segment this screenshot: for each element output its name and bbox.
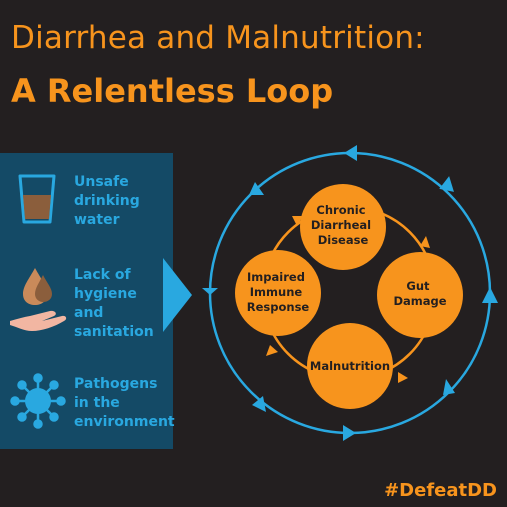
title-line-1: Diarrhea and Malnutrition: (11, 20, 425, 56)
node-line: Gut (406, 279, 430, 293)
node-impaired-immune-response: Impaired Immune Response (235, 250, 321, 336)
inner-arrow-1 (292, 216, 303, 226)
cause-line: and (74, 305, 104, 321)
node-line: Malnutrition (310, 359, 390, 373)
cause-line: Lack of (74, 267, 131, 283)
cause-line: environment (74, 414, 175, 430)
hand-with-drops-icon (10, 268, 67, 331)
outer-arrow-upper-left (249, 182, 264, 195)
water-glass-icon (18, 174, 56, 224)
svg-text:Chronic Diarrheal: Chronic Diarrheal Disease (311, 203, 375, 247)
cause-line: Pathogens (74, 376, 158, 392)
outer-arrow-right (482, 287, 498, 303)
node-gut-damage: Gut Damage (377, 252, 463, 338)
cause-line: drinking (74, 193, 140, 209)
panel-pointer-arrow (163, 258, 192, 332)
outer-arrow-left (202, 288, 218, 295)
node-malnutrition: Malnutrition (307, 323, 393, 409)
node-line: Diarrheal (311, 218, 371, 232)
cause-item-pathogens: Pathogens in the environment (74, 375, 175, 432)
outer-arrow-bottom (343, 425, 356, 441)
outer-arrow-lower-left (252, 396, 266, 412)
pathogen-icon (10, 373, 66, 429)
svg-text:Impaired Immune Re: Impaired Immune Response (247, 270, 310, 314)
node-chronic-diarrheal-disease: Chronic Diarrheal Disease (300, 184, 386, 270)
node-line: Response (247, 300, 310, 314)
cause-line: Unsafe (74, 174, 129, 190)
outer-arrow-upper-right (439, 176, 454, 192)
node-line: Damage (393, 294, 446, 308)
cause-line: hygiene (74, 286, 137, 302)
inner-arrow-3 (398, 372, 408, 383)
outer-arrow-lower-right (443, 379, 455, 395)
node-line: Immune (250, 285, 303, 299)
cause-item-unsafe-water: Unsafe drinking water (74, 173, 140, 230)
title-line-2: A Relentless Loop (11, 72, 334, 110)
inner-arrow-4 (266, 345, 278, 356)
hashtag: #DefeatDD (384, 480, 497, 501)
cause-line: water (74, 212, 120, 228)
node-line: Disease (318, 233, 369, 247)
svg-text:Malnutrition: Malnutrition (310, 359, 390, 373)
cause-item-hygiene: Lack of hygiene and sanitation (74, 266, 154, 342)
inner-arrow-2 (420, 236, 430, 248)
node-line: Impaired (247, 270, 305, 284)
node-line: Chronic (316, 203, 365, 217)
cause-line: in the (74, 395, 120, 411)
outer-arrow-top (344, 145, 357, 161)
causes-panel: Unsafe drinking water Lack of hygiene an… (0, 153, 175, 449)
cause-line: sanitation (74, 324, 154, 340)
svg-text:Gut Damage: Gut Damage (393, 279, 446, 308)
